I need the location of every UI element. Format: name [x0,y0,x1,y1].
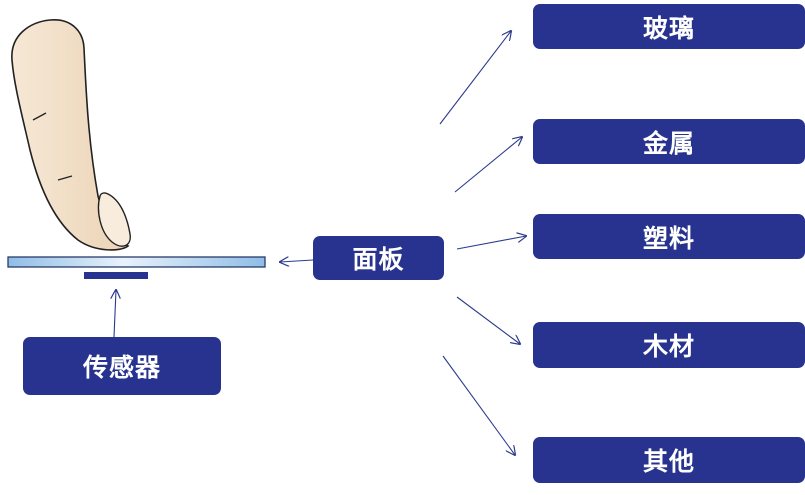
arrow-panel-to-plate [280,260,314,262]
material-box-plastic: 塑料 [533,214,805,259]
sensor-box: 传感器 [23,337,221,395]
material-box-wood: 木材 [533,322,805,368]
panel-plate [7,256,266,268]
material-label-plastic: 塑料 [642,223,695,253]
sensor-bar [84,272,148,279]
arrow-to-glass [439,31,511,125]
panel-box: 面板 [313,236,444,280]
material-box-other: 其他 [533,437,805,483]
material-label-other: 其他 [642,447,695,476]
arrow-to-other [442,355,515,455]
material-label-metal: 金属 [642,128,695,158]
material-label-glass: 玻璃 [642,13,695,43]
material-box-metal: 金属 [533,119,805,164]
material-label-wood: 木材 [642,332,695,361]
panel-label: 面板 [352,245,405,274]
arrow-to-metal [454,137,522,193]
arrow-to-wood [456,296,520,344]
material-box-glass: 玻璃 [533,4,805,49]
sensor-label: 传感器 [82,353,161,382]
arrow-to-plastic [456,236,526,250]
finger-illustration [11,19,131,251]
arrow-sensor-to-bar [114,290,116,338]
